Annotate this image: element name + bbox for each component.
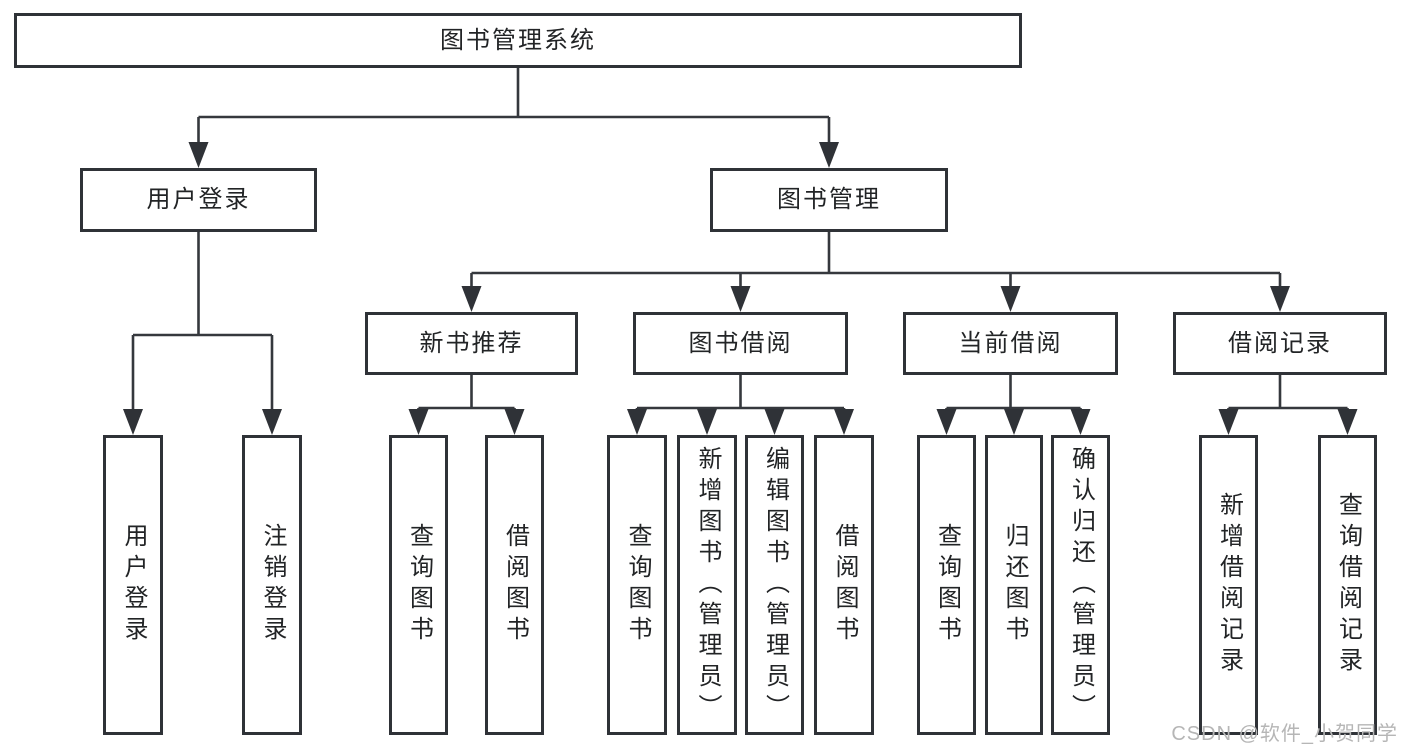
node-current-borrowing: 当前借阅 [903, 312, 1118, 375]
leaf-edit-book-admin: 编辑图书（管理员） [745, 435, 804, 735]
leaf-return-book: 归还图书 [985, 435, 1043, 735]
leaf-confirm-return-admin: 确认归还（管理员） [1051, 435, 1110, 735]
node-library-management-system: 图书管理系统 [14, 13, 1022, 68]
node-book-management: 图书管理 [710, 168, 948, 232]
node-book-borrowing: 图书借阅 [633, 312, 848, 375]
leaf-add-book-admin: 新增图书（管理员） [677, 435, 737, 735]
leaf-user-login: 用户登录 [103, 435, 163, 735]
leaf-query-books-current: 查询图书 [917, 435, 976, 735]
leaf-logout: 注销登录 [242, 435, 302, 735]
node-user-login: 用户登录 [80, 168, 317, 232]
leaf-query-books-recommend: 查询图书 [389, 435, 448, 735]
leaf-borrow-books-recommend: 借阅图书 [485, 435, 544, 735]
leaf-add-borrow-record: 新增借阅记录 [1199, 435, 1258, 735]
leaf-query-books-borrowing: 查询图书 [607, 435, 667, 735]
csdn-watermark: CSDN @软件_小贺同学 [1171, 723, 1398, 745]
leaf-borrow-books: 借阅图书 [814, 435, 874, 735]
node-new-book-recommend: 新书推荐 [365, 312, 578, 375]
node-borrowing-records: 借阅记录 [1173, 312, 1387, 375]
leaf-query-borrow-record: 查询借阅记录 [1318, 435, 1377, 735]
